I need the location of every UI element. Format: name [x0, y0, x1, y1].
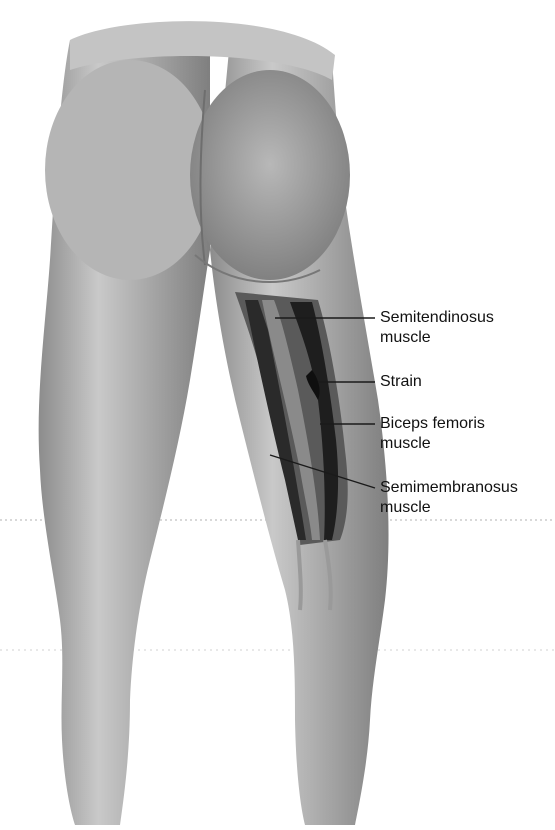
- strain-label-line1: Strain: [380, 372, 422, 392]
- semimembranosus-label: Semimembranosus muscle: [380, 478, 518, 518]
- right-glute: [190, 70, 350, 280]
- semimembranosus-label-line2: muscle: [380, 498, 518, 518]
- semimembranosus-label-line1: Semimembranosus: [380, 478, 518, 498]
- left-glute: [45, 60, 215, 280]
- semitendinosus-label-line2: muscle: [380, 328, 494, 348]
- semitendinosus-label: Semitendinosus muscle: [380, 308, 494, 348]
- semitendinosus-label-line1: Semitendinosus: [380, 308, 494, 328]
- biceps-femoris-label-line1: Biceps femoris: [380, 414, 485, 434]
- biceps-femoris-label-line2: muscle: [380, 434, 485, 454]
- strain-label: Strain: [380, 372, 422, 392]
- biceps-femoris-label: Biceps femoris muscle: [380, 414, 485, 454]
